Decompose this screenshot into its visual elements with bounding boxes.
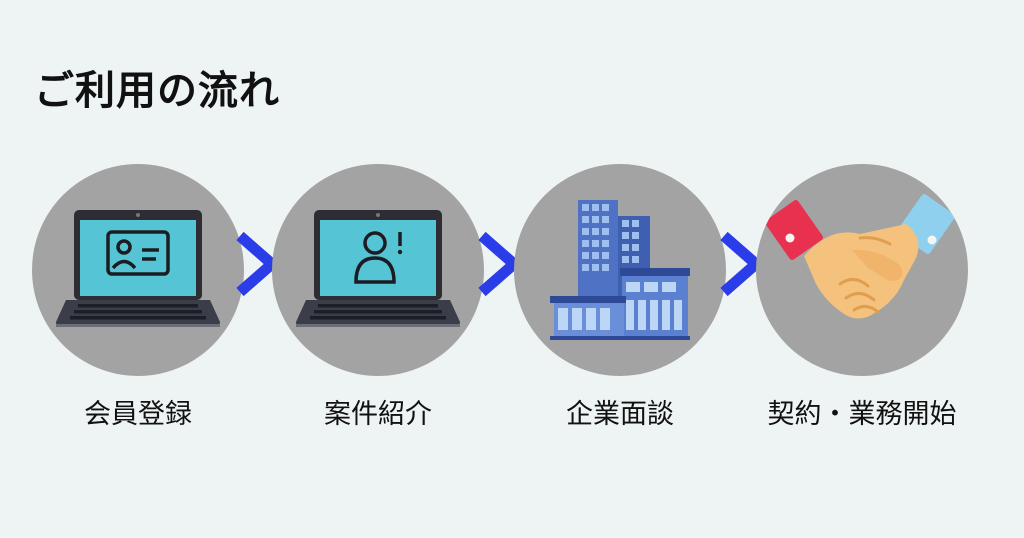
step-label: 契約・業務開始	[767, 399, 957, 430]
office-building-icon	[550, 200, 690, 340]
flow-step-company-interview: 企業面談	[514, 164, 726, 434]
page-title: ご利用の流れ	[34, 68, 280, 114]
step-circle	[272, 164, 484, 376]
step-label: 案件紹介	[324, 399, 432, 430]
step-circle	[756, 164, 968, 376]
step-label: 企業面談	[566, 399, 674, 430]
laptop-id-card-icon	[56, 210, 220, 327]
flow-step-contract-start: 契約・業務開始	[756, 164, 968, 434]
handshake-icon	[765, 194, 955, 319]
laptop-user-alert-icon	[296, 210, 460, 327]
step-circle	[514, 164, 726, 376]
step-label: 会員登録	[84, 399, 192, 430]
flow-step-member-registration: 会員登録	[32, 164, 244, 434]
step-circle	[32, 164, 244, 376]
flow-step-project-introduction: 案件紹介	[272, 164, 484, 434]
